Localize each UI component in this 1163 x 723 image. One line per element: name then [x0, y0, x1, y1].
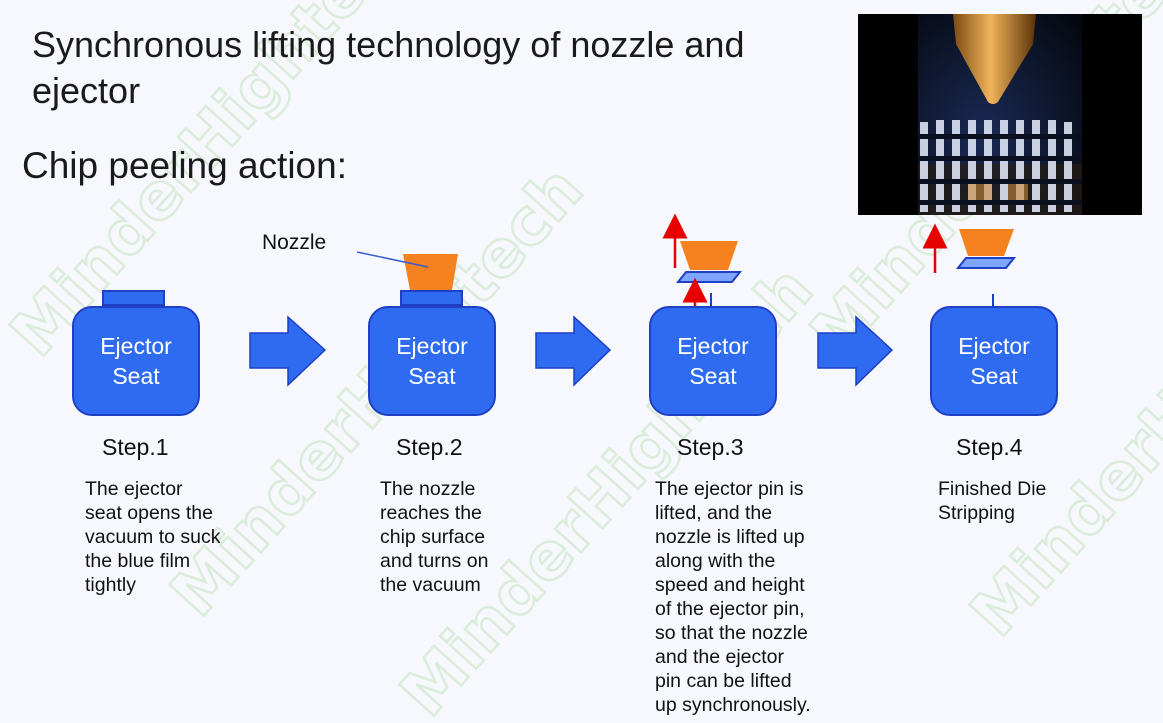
flow-arrow-3	[817, 315, 894, 387]
step-description: The nozzle reaches the chip surface and …	[380, 478, 489, 596]
seat-label-line2: Seat	[112, 363, 160, 389]
seat-label-line1: Ejector	[100, 333, 172, 359]
seat-label-line1: Ejector	[396, 333, 468, 359]
blue-film-plate	[400, 290, 463, 306]
nozzle-shape	[680, 241, 738, 270]
process-photo	[858, 14, 1142, 215]
step-label: Step.1	[102, 434, 169, 460]
nozzle-pointer-line	[356, 251, 429, 268]
ejector-seat-step2: Ejector Seat	[368, 306, 496, 416]
step-description: The ejector pin is lifted, and the nozzl…	[655, 478, 811, 716]
nozzle-shape	[403, 254, 458, 290]
seat-label-line1: Ejector	[677, 333, 749, 359]
seat-label-line2: Seat	[970, 363, 1018, 389]
blue-film-plate	[102, 290, 165, 306]
section-title: Chip peeling action:	[22, 145, 347, 186]
step-description: The ejector seat opens the vacuum to suc…	[85, 478, 221, 596]
step-label: Step.2	[396, 434, 463, 460]
nozzle-shape	[959, 229, 1014, 256]
chip-plate	[675, 271, 743, 283]
chip-plate	[955, 257, 1017, 269]
step-label: Step.4	[956, 434, 1023, 460]
ejector-seat-step4: Ejector Seat	[930, 306, 1058, 416]
flow-arrow-2	[535, 315, 612, 387]
seat-label-line1: Ejector	[958, 333, 1030, 359]
ejector-seat-step3: Ejector Seat	[649, 306, 777, 416]
step-label: Step.3	[677, 434, 744, 460]
seat-label-line2: Seat	[408, 363, 456, 389]
nozzle-photo-image	[918, 14, 1082, 215]
step-description: Finished Die Stripping	[938, 478, 1047, 524]
ejector-seat-step1: Ejector Seat	[72, 306, 200, 416]
flow-arrow-1	[249, 315, 327, 387]
nozzle-label: Nozzle	[262, 231, 327, 254]
seat-label-line2: Seat	[689, 363, 737, 389]
page-title: Synchronous lifting technology of nozzle…	[32, 24, 745, 111]
